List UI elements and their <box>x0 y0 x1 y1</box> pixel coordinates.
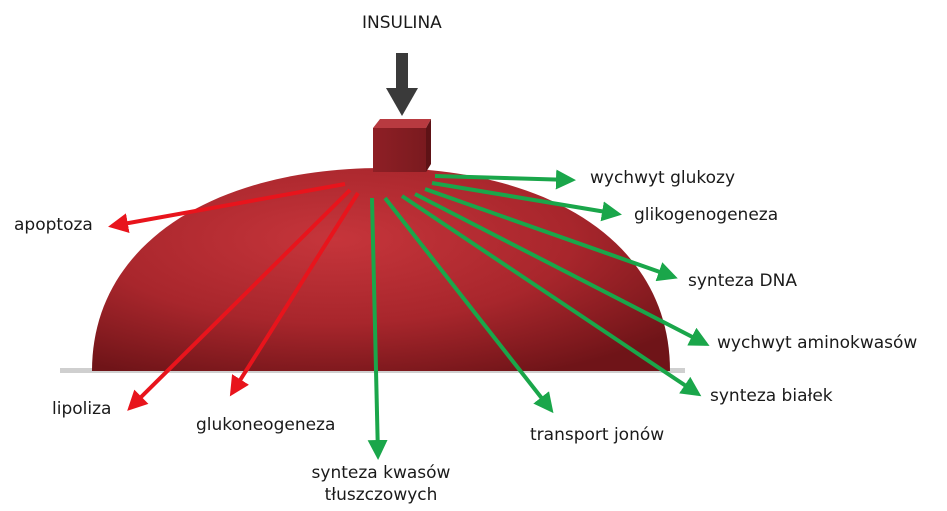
cell-dome <box>92 168 670 371</box>
label-ion-transport: transport jonów <box>530 424 664 446</box>
label-dna-synthesis: synteza DNA <box>688 270 797 292</box>
label-fatty-acid-synthesis-line1: synteza kwasów <box>306 462 456 484</box>
label-fatty-acid-synthesis-line2: tłuszczowych <box>306 484 456 506</box>
insulin-arrow-icon <box>386 53 418 116</box>
label-fatty-acid-synthesis: synteza kwasów tłuszczowych <box>306 462 456 506</box>
label-glucose-uptake: wychwyt glukozy <box>590 167 735 189</box>
label-amino-acid-uptake: wychwyt aminokwasów <box>717 332 917 354</box>
label-protein-synthesis: synteza białek <box>710 385 833 407</box>
label-gluconeogenesis: glukoneogeneza <box>196 414 335 436</box>
label-apoptosis: apoptoza <box>14 214 93 236</box>
label-lipolysis: lipoliza <box>52 398 111 420</box>
label-glycogenesis: glikogenogeneza <box>634 204 778 226</box>
insulin-receptor <box>373 119 431 172</box>
insulin-title: INSULINA <box>362 12 442 34</box>
